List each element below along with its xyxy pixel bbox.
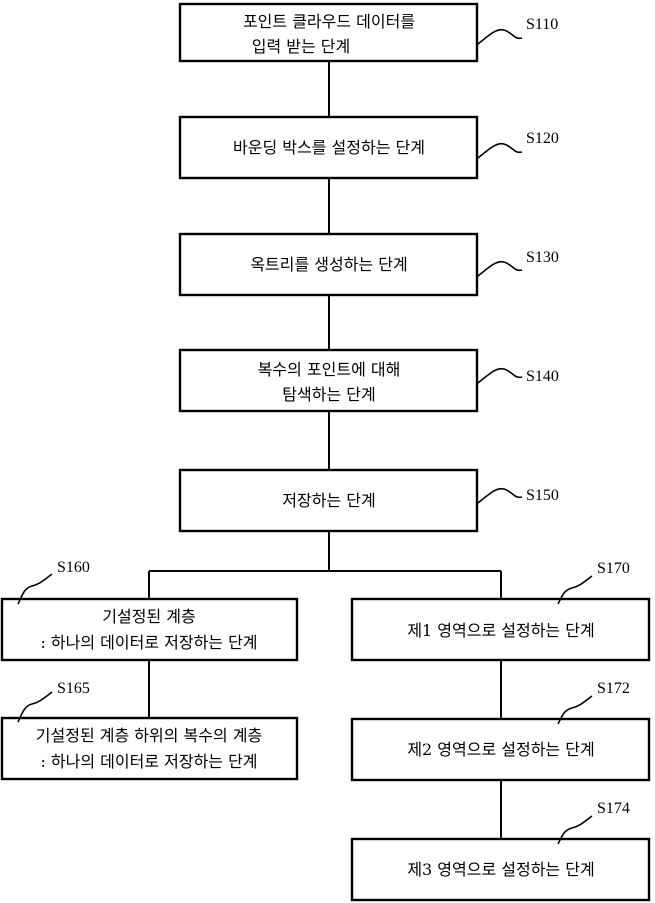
connectors — [148, 61, 502, 839]
ref-label-s165: S165 — [17, 680, 90, 723]
step-box-s120: 바운딩 박스를 설정하는 단계 — [178, 115, 479, 180]
label-s120: S120 — [526, 130, 559, 147]
label-s160: S160 — [57, 559, 90, 576]
leader-line-s120 — [477, 142, 523, 159]
label-s172: S172 — [597, 680, 630, 697]
step-text-s140-line2: 탐색하는 단계 — [282, 385, 375, 404]
step-box-s130: 옥트리를 생성하는 단계 — [178, 232, 479, 297]
step-box-s174: 제3 영역으로 설정하는 단계 — [350, 837, 651, 902]
step-box-s150: 저장하는 단계 — [178, 468, 479, 533]
step-text-s174: 제3 영역으로 설정하는 단계 — [407, 860, 594, 879]
ref-label-s170: S170 — [557, 560, 630, 605]
step-box-s170: 제1 영역으로 설정하는 단계 — [350, 597, 651, 662]
step-text-s120: 바운딩 박스를 설정하는 단계 — [233, 138, 425, 157]
step-box-s160: 기설정된 계층 : 하나의 데이터로 저장하는 단계 — [0, 597, 299, 662]
label-s170: S170 — [597, 560, 630, 577]
ref-label-s160: S160 — [17, 559, 90, 605]
leader-line-s160 — [17, 573, 53, 605]
label-s174: S174 — [597, 800, 630, 817]
step-text-s150: 저장하는 단계 — [282, 491, 375, 510]
label-s165: S165 — [57, 680, 90, 697]
leader-line-s170 — [557, 575, 593, 605]
step-text-s160-line1: 기설정된 계층 — [102, 607, 195, 626]
label-s130: S130 — [526, 249, 559, 266]
leader-line-s165 — [17, 691, 53, 723]
ref-label-s172: S172 — [557, 680, 630, 725]
step-box-s140: 복수의 포인트에 대해 탐색하는 단계 — [178, 348, 479, 413]
step-text-s110-line2: 입력 받는 단계 — [252, 37, 351, 56]
label-s140: S140 — [526, 368, 559, 385]
leader-line-s150 — [477, 487, 523, 504]
ref-label-s120: S120 — [477, 130, 559, 159]
leader-line-s172 — [557, 695, 593, 725]
step-box-s172: 제2 영역으로 설정하는 단계 — [350, 717, 651, 782]
step-box-s110: 포인트 클라우드 데이터를 입력 받는 단계 — [178, 2, 479, 63]
step-box-s165: 기설정된 계층 하위의 복수의 계층 : 하나의 데이터로 저장하는 단계 — [0, 716, 299, 781]
step-text-s165-line1: 기설정된 계층 하위의 복수의 계층 — [36, 726, 262, 745]
ref-label-s110: S110 — [477, 16, 558, 45]
step-text-s130: 옥트리를 생성하는 단계 — [250, 255, 407, 274]
leader-line-s174 — [557, 815, 593, 845]
ref-label-s150: S150 — [477, 487, 559, 504]
label-s110: S110 — [526, 16, 558, 33]
label-s150: S150 — [526, 487, 559, 504]
leader-line-s140 — [477, 367, 523, 384]
step-text-s170: 제1 영역으로 설정하는 단계 — [407, 621, 594, 640]
step-text-s172: 제2 영역으로 설정하는 단계 — [407, 740, 594, 759]
ref-label-s140: S140 — [477, 367, 559, 385]
ref-label-s130: S130 — [477, 249, 559, 277]
step-text-s160-line2: : 하나의 데이터로 저장하는 단계 — [40, 633, 257, 652]
leader-line-s130 — [477, 260, 523, 277]
leader-line-s110 — [477, 28, 523, 45]
step-text-s140-line1: 복수의 포인트에 대해 — [258, 360, 401, 379]
step-text-s165-line2: : 하나의 데이터로 저장하는 단계 — [40, 752, 257, 771]
step-text-s110-line1: 포인트 클라우드 데이터를 — [243, 12, 415, 31]
ref-label-s174: S174 — [557, 800, 630, 845]
